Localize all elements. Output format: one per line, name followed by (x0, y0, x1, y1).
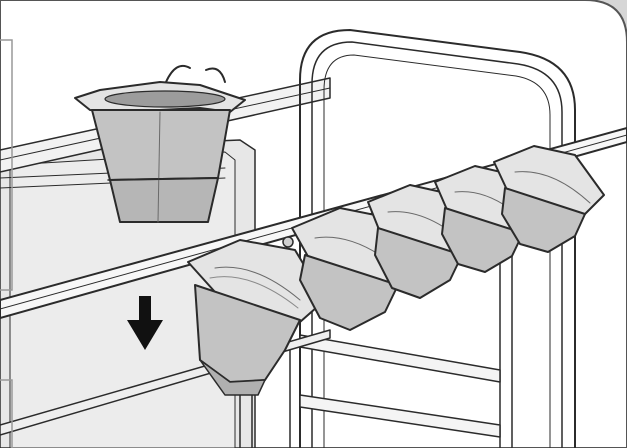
mounted-cup (493, 145, 605, 253)
callout-bracket (0, 39, 13, 448)
cart-frame (239, 29, 576, 448)
mounted-cups (187, 145, 605, 396)
mounted-cup (187, 239, 326, 396)
lifted-cup (74, 64, 246, 223)
down-arrow-icon (127, 296, 163, 350)
